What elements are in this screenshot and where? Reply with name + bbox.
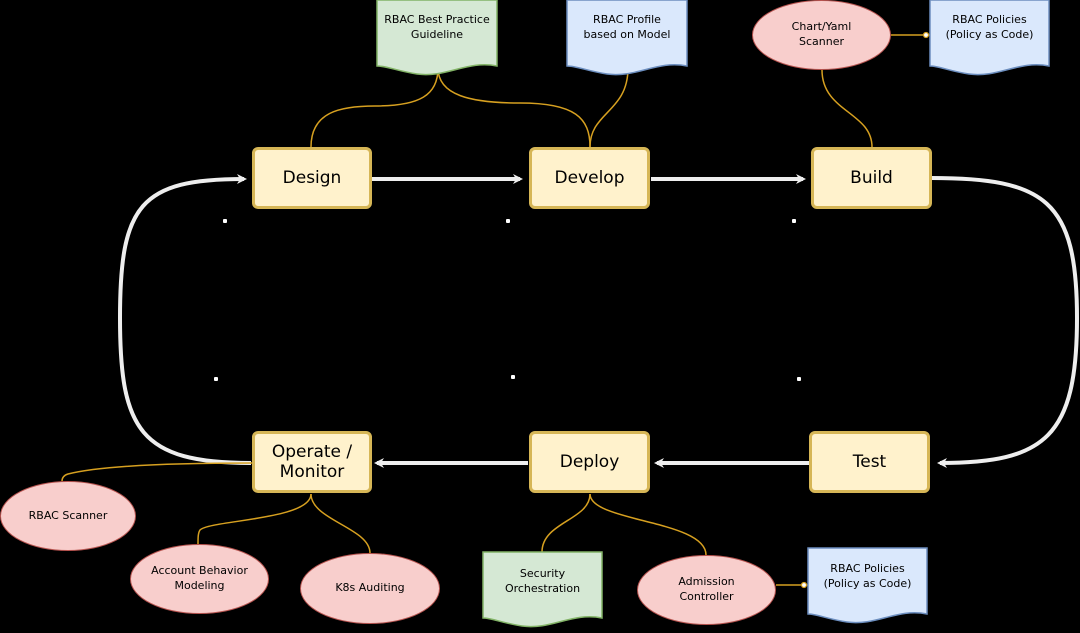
doc-shape-rbac-policies-bottom <box>807 547 928 624</box>
marker-dot <box>511 375 515 379</box>
connector-deploy-admission <box>589 493 707 556</box>
connector-develop-bestpractice <box>437 67 591 148</box>
marker-dot <box>506 219 510 223</box>
connector-dot-policies-top <box>922 31 930 39</box>
stage-build: Build <box>811 147 932 209</box>
doc-rbac-policies-top: RBAC Policies (Policy as Code) <box>945 13 1034 41</box>
connector-build-scanner <box>821 69 873 148</box>
ellipse-chart-yaml-scanner: Chart/Yaml Scanner <box>752 0 891 70</box>
stage-operate-monitor: Operate / Monitor <box>252 431 372 493</box>
doc-security-orchestration: Security Orchestration <box>504 567 581 595</box>
connector-design-bestpractice <box>310 67 439 148</box>
doc-shape-rbac-best-practice <box>376 0 498 76</box>
stage-test: Test <box>809 431 930 493</box>
connector-operate-accountbehavior <box>197 493 312 545</box>
connector-dot-policies-bottom <box>800 581 808 589</box>
connector-operate-rbacscanner <box>61 462 253 482</box>
stage-design: Design <box>252 147 372 209</box>
connector-deploy-orchestration <box>541 493 591 553</box>
doc-rbac-best-practice: RBAC Best Practice Guideline <box>384 13 490 41</box>
doc-shape-rbac-policies-top <box>929 0 1050 76</box>
connector-operate-k8s <box>310 493 371 554</box>
doc-shape-rbac-profile <box>566 0 688 76</box>
marker-dot <box>214 377 218 381</box>
ellipse-account-behavior-modeling: Account Behavior Modeling <box>130 544 269 614</box>
doc-rbac-policies-bottom: RBAC Policies (Policy as Code) <box>823 562 912 590</box>
ellipse-k8s-auditing: K8s Auditing <box>300 553 440 624</box>
stage-develop: Develop <box>529 147 650 209</box>
flow-arrow-operate-design <box>117 174 252 465</box>
marker-dot <box>792 219 796 223</box>
flow-arrow-build-test <box>930 176 1080 468</box>
doc-shape-security-orchestration <box>482 551 603 628</box>
ellipse-rbac-scanner: RBAC Scanner <box>0 481 136 551</box>
doc-rbac-profile: RBAC Profile based on Model <box>583 13 671 41</box>
marker-dot <box>223 219 227 223</box>
marker-dot <box>797 377 801 381</box>
ellipse-admission-controller: Admission Controller <box>637 555 776 625</box>
stage-deploy: Deploy <box>529 431 650 493</box>
connector-develop-profile <box>589 67 629 148</box>
